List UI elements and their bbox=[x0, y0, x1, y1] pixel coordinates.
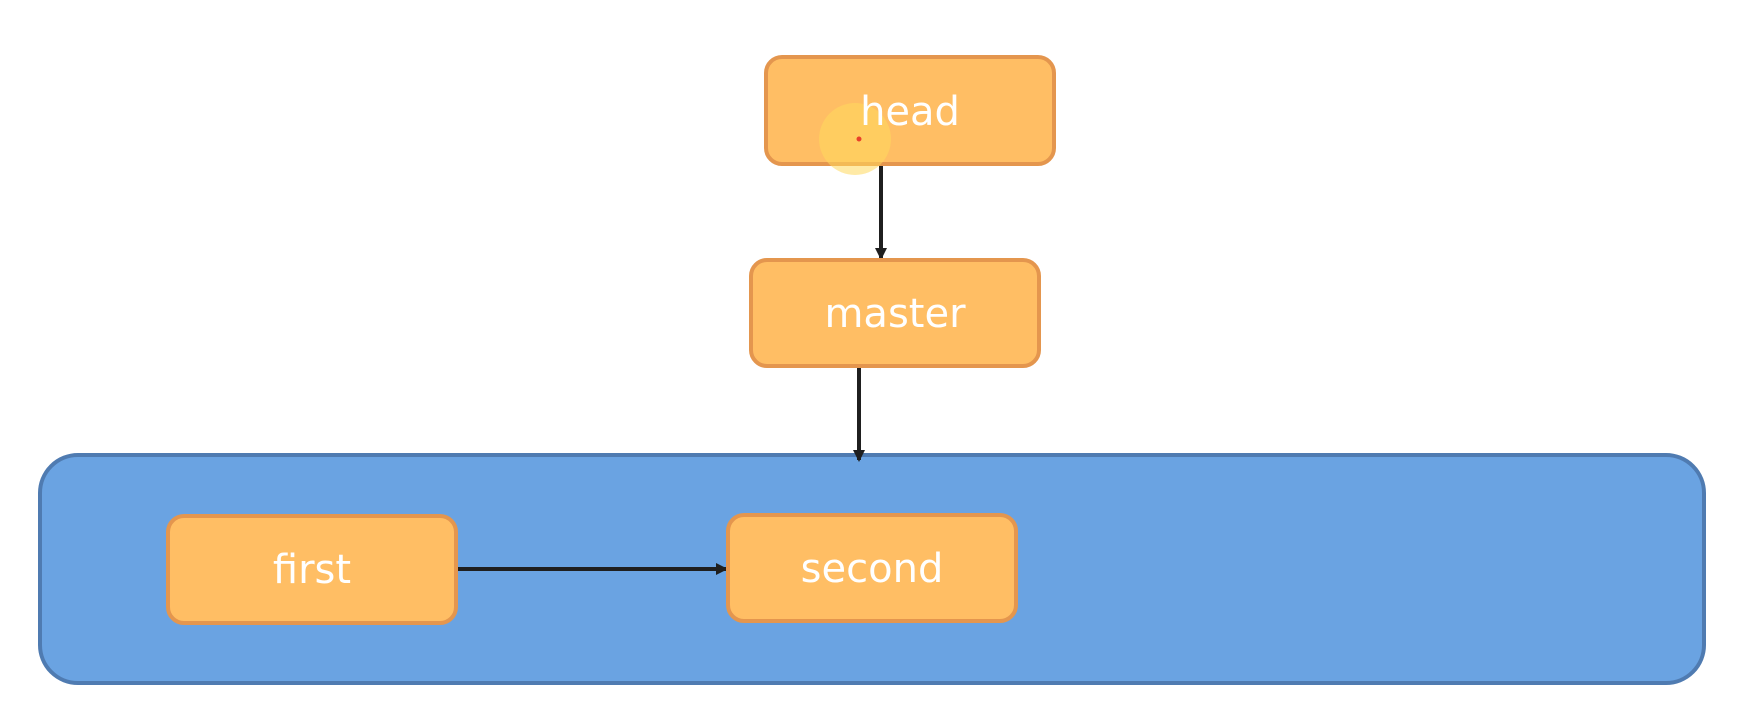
node-second-label: second bbox=[801, 546, 944, 592]
node-master-box bbox=[749, 258, 1041, 368]
node-second-box bbox=[726, 513, 1018, 623]
node-head[interactable]: head bbox=[764, 55, 1056, 175]
node-head-label: head bbox=[860, 89, 960, 135]
node-master-label: master bbox=[824, 291, 966, 337]
node-first-label: first bbox=[273, 547, 351, 593]
node-first-box bbox=[166, 514, 458, 625]
node-first[interactable]: first bbox=[166, 514, 458, 625]
node-master[interactable]: master bbox=[749, 258, 1041, 368]
cursor-dot-icon bbox=[856, 136, 862, 142]
cursor-highlight-icon bbox=[819, 103, 891, 175]
node-second[interactable]: second bbox=[726, 513, 1018, 623]
